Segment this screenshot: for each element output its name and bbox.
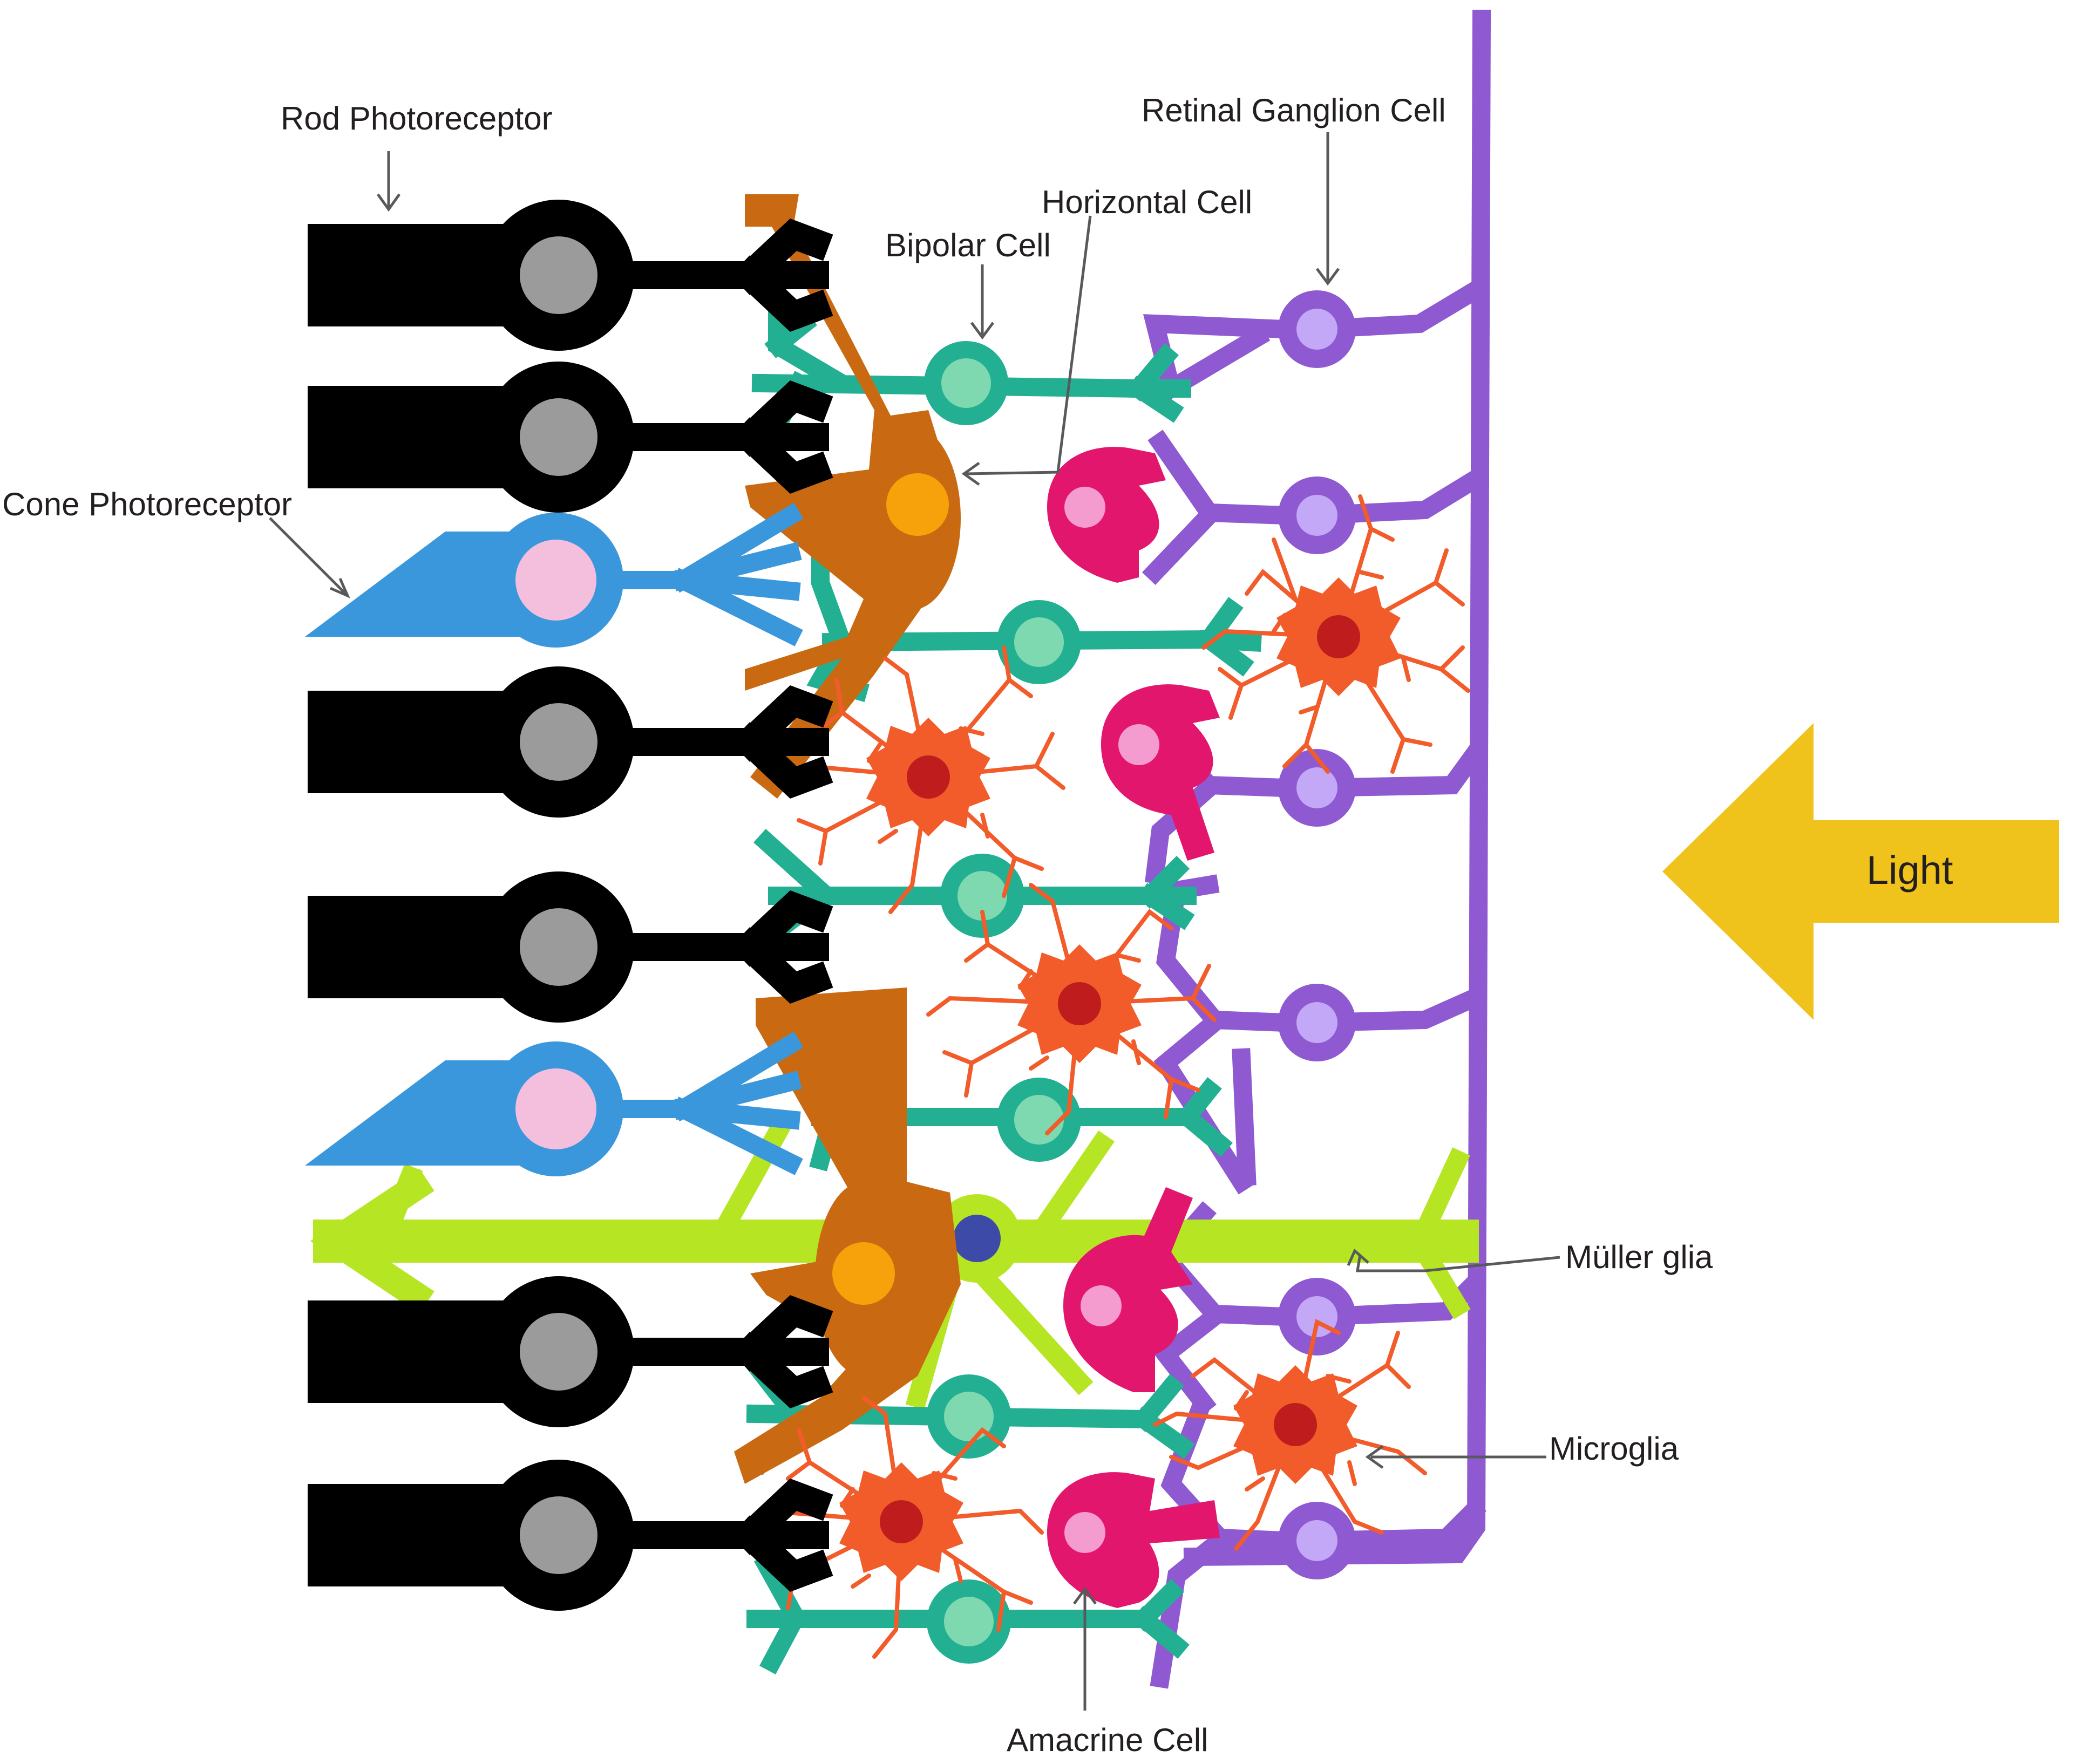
microglia-cell <box>743 1395 1044 1659</box>
microglia-cell <box>786 645 1065 914</box>
muller-glia-label: Müller glia <box>1565 1239 1713 1275</box>
photoreceptor-layer <box>305 200 815 1611</box>
amacrine-cell <box>1047 447 1166 583</box>
labels: Rod Photoreceptor Cone Photoreceptor Hor… <box>2 92 1713 1758</box>
microglia-cell <box>1153 1319 1427 1551</box>
microglia-nucleus <box>880 1500 923 1543</box>
muller-branch <box>1412 1147 1470 1243</box>
ganglion-cell-label: Retinal Ganglion Cell <box>1142 92 1446 128</box>
amacrine-cell-label: Amacrine Cell <box>1007 1722 1208 1758</box>
ganglion-dendrite-2 <box>1142 430 1294 585</box>
bipolar-nucleus <box>944 1597 994 1646</box>
rod-photoreceptor <box>308 362 815 513</box>
amacrine-cell <box>1047 1472 1220 1608</box>
rod-photoreceptor <box>308 200 815 351</box>
microglia-nucleus <box>1058 982 1101 1025</box>
ganglion-nucleus <box>1296 1002 1337 1043</box>
microglia-cell <box>926 883 1217 1135</box>
ganglion-nucleus <box>1296 767 1337 808</box>
bipolar-nucleus <box>1014 617 1064 667</box>
microglia-cell <box>1201 494 1470 774</box>
rod-photoreceptor <box>308 1276 815 1427</box>
muller-branch <box>376 1163 423 1243</box>
microglia-nucleus <box>1274 1403 1317 1446</box>
horizontal-cell-top <box>745 194 961 799</box>
light-arrow-icon: Light <box>1662 723 2059 1020</box>
light-label: Light <box>1866 848 1953 893</box>
bipolar-cell-label: Bipolar Cell <box>885 227 1051 263</box>
ganglion-axon-3 <box>1307 743 1486 798</box>
cone-photoreceptor <box>305 1041 791 1176</box>
amacrine-cell <box>1063 1187 1193 1392</box>
microglia-label: Microglia <box>1549 1431 1679 1467</box>
rod-photoreceptor <box>308 666 815 818</box>
bipolar-somas <box>924 341 1081 1664</box>
ganglion-somas <box>1278 290 1356 1579</box>
ganglion-axon-5 <box>1307 1271 1487 1326</box>
microglia-layer <box>743 494 1470 1659</box>
muller-branch <box>1411 1238 1471 1319</box>
amacrine-layer <box>1047 447 1220 1608</box>
horizontal-nucleus <box>886 473 949 536</box>
microglia-nucleus <box>907 755 950 799</box>
muller-branch <box>1028 1130 1115 1244</box>
amacrine-cell <box>1101 684 1220 861</box>
cone-photoreceptor <box>305 513 791 648</box>
cone-photoreceptor-label: Cone Photoreceptor <box>2 486 292 522</box>
rod-photoreceptor <box>308 871 815 1023</box>
bipolar-nucleus <box>957 871 1007 921</box>
microglia-nucleus <box>1317 615 1360 658</box>
horizontal-cell-bottom <box>734 987 961 1484</box>
horizontal-cell-label: Horizontal Cell <box>1042 184 1252 220</box>
horizontal-nucleus <box>832 1242 895 1305</box>
bipolar-nucleus <box>1014 1095 1064 1145</box>
rod-photoreceptor-label: Rod Photoreceptor <box>281 100 553 137</box>
ganglion-axon-6 <box>1307 1497 1487 1550</box>
muller-branch <box>957 1249 1094 1395</box>
muller-nucleus <box>953 1215 1001 1262</box>
ganglion-nucleus <box>1296 1520 1337 1561</box>
bipolar-nucleus <box>941 358 991 408</box>
rod-photoreceptor <box>308 1460 815 1611</box>
microglia-somas <box>839 577 1401 1581</box>
horizontal-process <box>745 194 950 799</box>
ganglion-nucleus <box>1296 309 1337 350</box>
ganglion-nucleus <box>1296 495 1337 536</box>
label-pointers <box>269 132 1560 1711</box>
